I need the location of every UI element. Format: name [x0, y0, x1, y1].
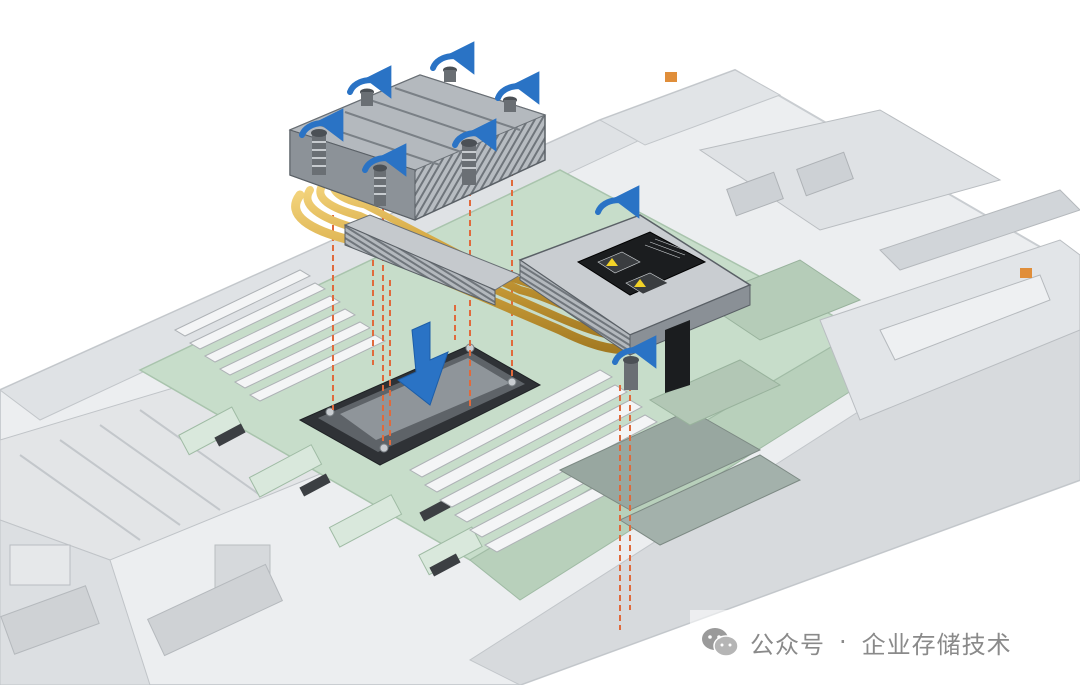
chipset-area [558, 259, 862, 546]
screw-icon [373, 164, 387, 206]
screw-icon [443, 66, 457, 82]
dimm-slots-left [173, 269, 387, 402]
remote-heatsink-block [518, 214, 752, 393]
rotate-arrow-icon [595, 185, 640, 219]
rotate-arrow-icon [452, 118, 497, 152]
down-arrow-icon [397, 321, 449, 406]
wechat-icon [702, 628, 739, 657]
screw-icon [623, 356, 639, 390]
screw-icon [503, 96, 517, 112]
rotate-arrow-icon [362, 143, 407, 177]
watermark-name: 企业存储技术 [861, 630, 1012, 659]
rotate-arrow-icon [299, 108, 344, 142]
screw-icon [461, 139, 477, 185]
rotate-arrow-icon [495, 71, 540, 105]
watermark-separator: · [839, 628, 848, 656]
captive-screws [311, 66, 639, 390]
watermark: 公众号 · 企业存储技术 [700, 622, 1060, 662]
rotate-arrow-icon [347, 65, 392, 99]
heatsink-assembly [288, 41, 752, 406]
rotate-arrow-icon [430, 41, 475, 75]
fin-stack-bridge [343, 214, 522, 306]
rotate-arrows [299, 41, 657, 369]
dimm-slots-right [408, 369, 689, 553]
watermark-account-label: 公众号 [750, 630, 825, 659]
screw-icon [311, 129, 327, 175]
rotate-arrow-icon [612, 335, 657, 369]
screw-icon [360, 88, 374, 106]
caution-label [597, 238, 691, 295]
rear-io-area [665, 72, 1080, 421]
